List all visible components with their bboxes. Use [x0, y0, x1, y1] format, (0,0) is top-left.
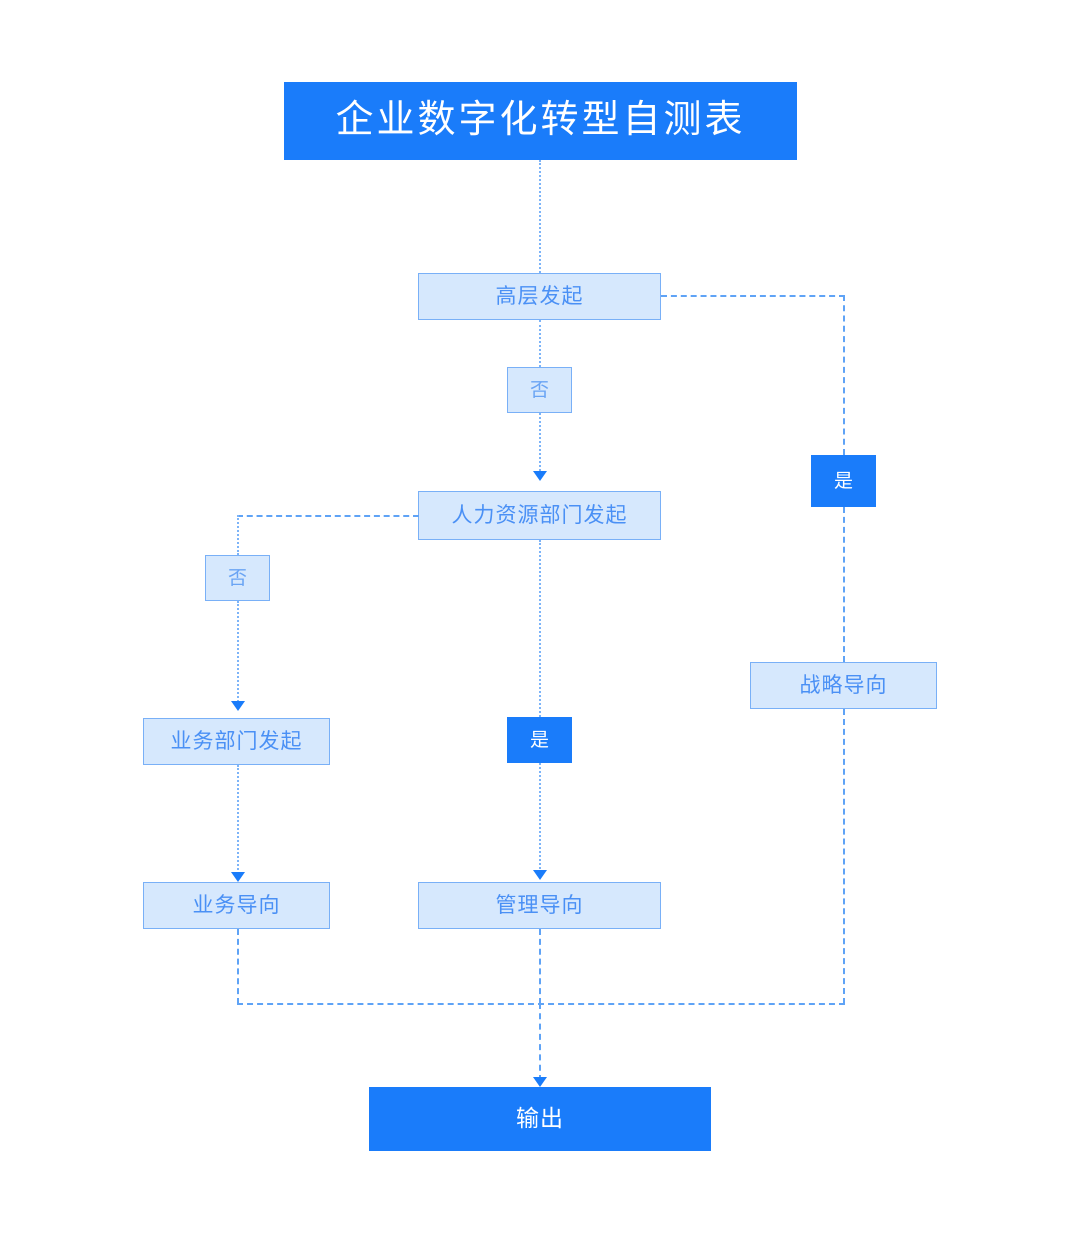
connector-yes-right-to-strategy [843, 507, 845, 662]
connector-hr-to-no-left-horizontal [237, 515, 419, 517]
connector-hr-to-no-left-vertical [237, 515, 239, 555]
node-business-initiate[interactable]: 业务部门发起 [143, 718, 330, 765]
node-strategy-oriented[interactable]: 战略导向 [750, 662, 937, 709]
connector-no-label-to-hr-initiate [539, 413, 541, 475]
label-yes-middle: 是 [507, 717, 572, 763]
connector-strategy-to-merge [843, 709, 845, 1004]
arrowhead-to-output [533, 1077, 547, 1087]
node-hr-initiate[interactable]: 人力资源部门发起 [418, 491, 661, 540]
connector-merge-horizontal [237, 1003, 845, 1005]
connector-business-oriented-to-merge [237, 929, 239, 1004]
node-business-oriented[interactable]: 业务导向 [143, 882, 330, 929]
connector-management-to-merge [539, 929, 541, 1004]
node-senior-initiate[interactable]: 高层发起 [418, 273, 661, 320]
node-output[interactable]: 输出 [369, 1087, 711, 1151]
connector-no-left-to-business-initiate [237, 601, 239, 705]
connector-yes-middle-to-management [539, 763, 541, 873]
arrowhead-to-management-oriented [533, 870, 547, 880]
connector-merge-to-output [539, 1003, 541, 1081]
arrowhead-to-business-oriented [231, 872, 245, 882]
arrowhead-to-business-initiate [231, 701, 245, 711]
connector-senior-to-no-label [539, 320, 541, 367]
connector-business-initiate-to-business-oriented [237, 765, 239, 877]
connector-title-to-senior-initiate [539, 160, 541, 273]
connector-hr-to-yes-middle [539, 540, 541, 717]
connector-senior-to-yes-right-vertical [843, 295, 845, 455]
arrowhead-to-hr-initiate [533, 471, 547, 481]
label-no-left: 否 [205, 555, 270, 601]
label-yes-right: 是 [811, 455, 876, 507]
label-no-top: 否 [507, 367, 572, 413]
node-management-oriented[interactable]: 管理导向 [418, 882, 661, 929]
node-title[interactable]: 企业数字化转型自测表 [284, 82, 797, 160]
connector-senior-to-yes-right-horizontal [661, 295, 845, 297]
